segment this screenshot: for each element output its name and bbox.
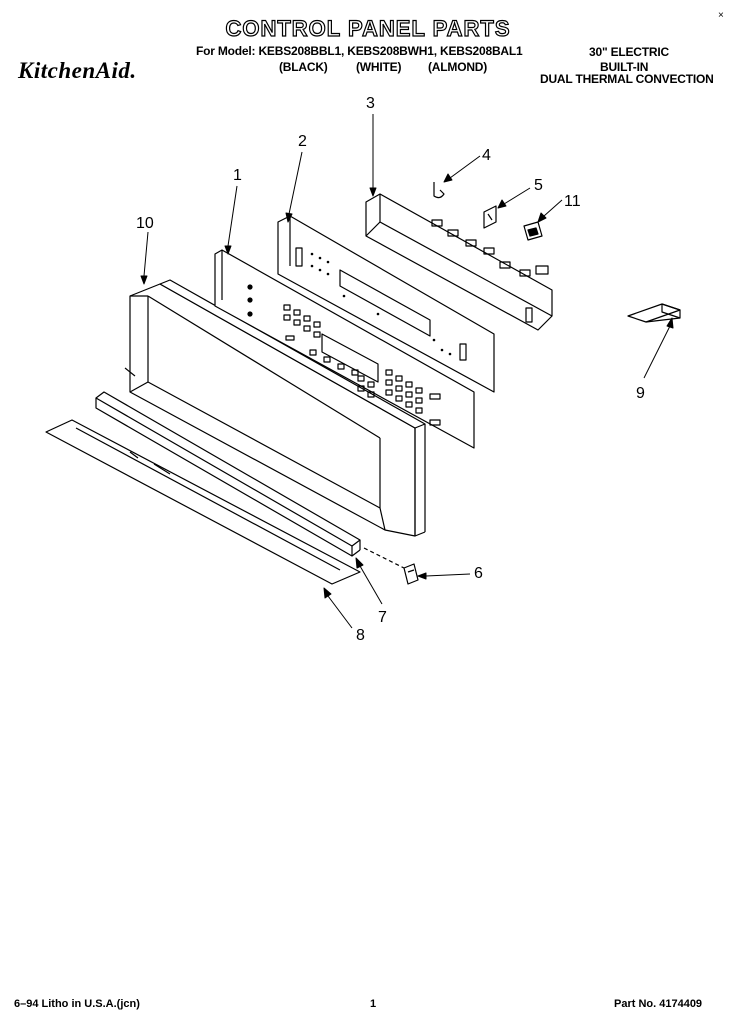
model-list: For Model: KEBS208BBL1, KEBS208BWH1, KEB… [196, 44, 523, 58]
part-9-side-bracket [627, 303, 681, 323]
callout-1: 1 [233, 167, 242, 184]
corner-mark: × [718, 10, 724, 21]
part-1-control-panel [214, 249, 475, 449]
callout-8: 8 [356, 627, 365, 644]
part-4-clip [433, 182, 445, 199]
callout-9: 9 [636, 385, 645, 402]
part-8-lower-trim [45, 419, 361, 585]
page-title: CONTROL PANEL PARTS [225, 15, 511, 41]
callout-3: 3 [366, 95, 375, 112]
part-3-control-bracket [365, 193, 553, 331]
color-black: (BLACK) [279, 60, 328, 74]
callout-2: 2 [298, 133, 307, 150]
color-almond: (ALMOND) [428, 60, 488, 74]
color-white: (WHITE) [356, 60, 402, 74]
litho-note: 6–94 Litho in U.S.A.(jcn) [14, 998, 140, 1010]
part-5-bracket-clip [483, 205, 497, 229]
part-7-trim-strip [95, 391, 361, 557]
callout-5: 5 [534, 177, 543, 194]
part-6-end-cap [363, 547, 419, 585]
callout-numbers: 1 2 3 4 5 6 7 8 9 10 11 [136, 95, 645, 644]
part-11-plate [523, 221, 543, 241]
callout-10: 10 [136, 215, 154, 232]
kitchenaid-logo: KitchenAid. [18, 58, 137, 83]
callout-6: 6 [474, 565, 483, 582]
spec-convection: DUAL THERMAL CONVECTION [540, 72, 714, 86]
callout-7: 7 [378, 609, 387, 626]
callout-4: 4 [482, 147, 491, 164]
part-number: Part No. 4174409 [614, 998, 703, 1010]
spec-electric: 30" ELECTRIC [589, 45, 669, 59]
leader-lines [140, 114, 674, 629]
spec-built-in: BUILT-IN [600, 60, 649, 74]
page-number: 1 [370, 998, 377, 1010]
callout-11: 11 [564, 193, 581, 210]
